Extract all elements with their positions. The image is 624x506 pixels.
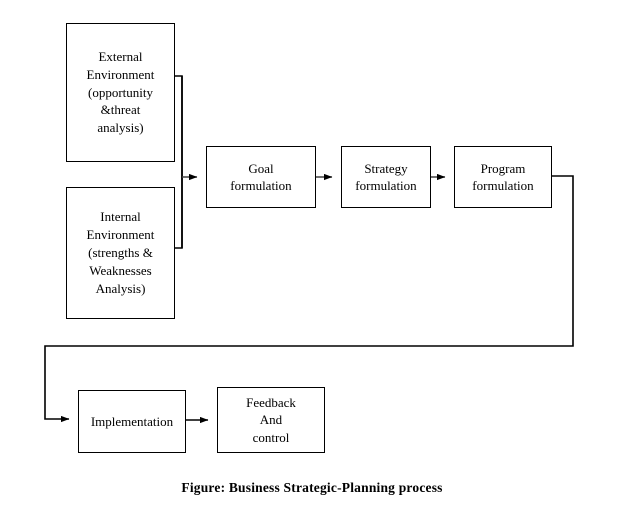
node-internal-environment-label: Internal Environment (strengths & Weakne… <box>86 209 155 296</box>
node-goal-formulation[interactable]: Goal formulation <box>206 146 316 208</box>
node-goal-formulation-label: Goal formulation <box>230 160 292 193</box>
node-program-formulation[interactable]: Program formulation <box>454 146 552 208</box>
node-external-environment-label: External Environment (opportunity &threa… <box>86 48 155 136</box>
node-internal-environment[interactable]: Internal Environment (strengths & Weakne… <box>66 187 175 319</box>
node-strategy-formulation-label: Strategy formulation <box>355 160 417 193</box>
connector-internal-to-merge <box>175 176 183 249</box>
node-feedback-and-control[interactable]: Feedback And control <box>217 387 325 453</box>
node-feedback-and-control-label: Feedback And control <box>246 395 296 445</box>
node-strategy-formulation[interactable]: Strategy formulation <box>341 146 431 208</box>
figure-caption: Figure: Business Strategic-Planning proc… <box>181 480 443 495</box>
node-program-formulation-label: Program formulation <box>472 160 534 193</box>
node-external-environment[interactable]: External Environment (opportunity &threa… <box>66 23 175 162</box>
node-implementation-label: Implementation <box>90 413 174 429</box>
connector-external-to-merge <box>175 75 183 176</box>
node-implementation[interactable]: Implementation <box>78 390 186 453</box>
